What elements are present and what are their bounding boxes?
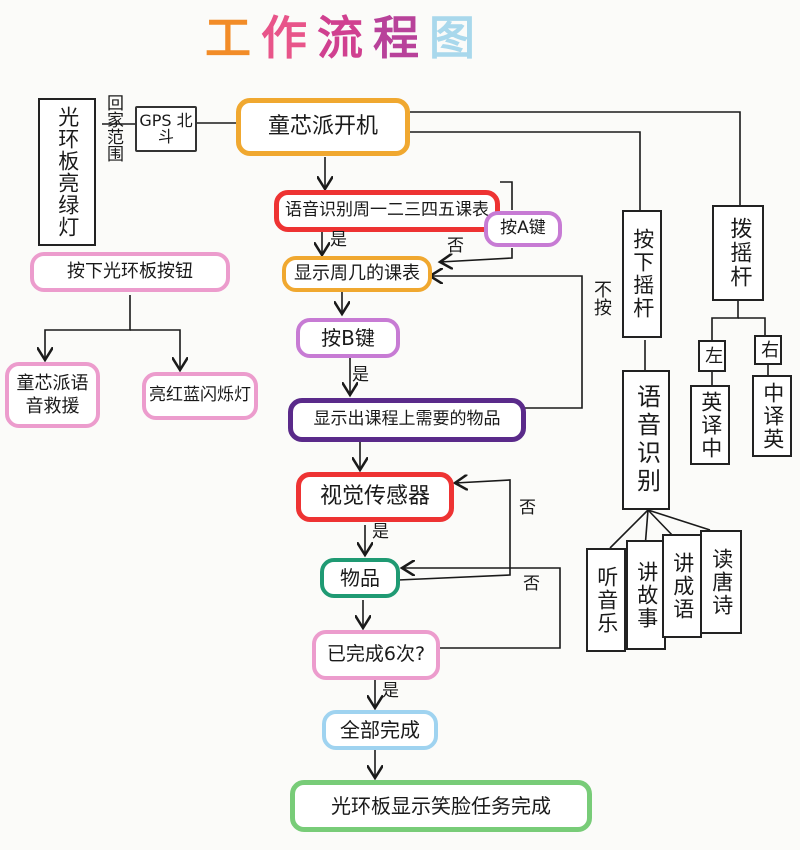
voice-schedule-node: 语音识别周一二三四五课表: [274, 190, 500, 232]
voice-rescue-node: 童芯派语音救援: [5, 362, 100, 428]
no-label-3: 否: [515, 498, 535, 515]
arrow-no-items: [402, 568, 561, 649]
title-char-3: 流: [317, 11, 363, 65]
line-push-left: [711, 300, 739, 340]
ring-green-box: 光环板亮绿灯: [38, 98, 96, 246]
line-a-up: [500, 181, 513, 210]
show-schedule-node: 显示周几的课表: [282, 256, 432, 292]
no-label-4: 否: [519, 574, 539, 591]
voice-recognition-box: 语音识别: [622, 370, 670, 510]
diagram-title: 工 作 流 程 图: [205, 8, 475, 68]
push-joystick-box: 拨摇杆: [712, 205, 764, 301]
gps-beidou-box: GPS 北斗: [135, 106, 197, 152]
en-to-zh-box: 英译中: [690, 385, 730, 465]
line-voice-idiom: [647, 509, 676, 539]
yes-label-1: 是: [330, 230, 347, 250]
all-done-node: 全部完成: [322, 710, 438, 750]
show-items-node: 显示出课程上需要的物品: [288, 398, 526, 442]
line-power-press: [410, 131, 641, 210]
title-char-4: 程: [373, 11, 419, 65]
press-b-node: 按B键: [296, 318, 400, 358]
left-label-box: 左: [698, 340, 726, 372]
right-label-box: 右: [754, 335, 782, 365]
idiom-box: 讲成语: [662, 534, 702, 638]
home-range-label: 回家范围: [103, 94, 123, 162]
arrow-btn-lights: [130, 329, 180, 370]
done-six-node: 已完成6次?: [312, 630, 440, 680]
title-char-2: 作: [261, 11, 307, 65]
press-ring-button-node: 按下光环板按钮: [30, 252, 230, 292]
poem-box: 读唐诗: [700, 530, 742, 634]
zh-to-en-box: 中译英: [752, 375, 792, 457]
line-voice-poem: [647, 509, 711, 531]
power-on-node: 童芯派开机: [236, 98, 410, 156]
final-node: 光环板显示笑脸任务完成: [290, 780, 592, 832]
no-label-1: 否: [447, 236, 464, 256]
line-voice-music: [609, 509, 649, 549]
press-joystick-box: 按下摇杆: [622, 210, 662, 338]
story-box: 讲故事: [626, 540, 666, 650]
title-char-1: 工: [205, 11, 251, 65]
items-node: 物品: [320, 558, 400, 598]
arrow-items-loop: [430, 276, 583, 409]
arrow-btn-rescue: [45, 295, 131, 360]
lights-blink-node: 亮红蓝闪烁灯: [142, 372, 258, 420]
line-power-push: [410, 111, 741, 205]
music-box: 听音乐: [586, 548, 626, 652]
yes-label-2: 是: [352, 365, 369, 385]
line-push-right: [738, 317, 766, 335]
arrow-no-vision: [397, 480, 511, 581]
yes-label-3: 是: [372, 522, 389, 542]
title-char-5: 图: [429, 11, 475, 65]
press-a-node: 按A键: [484, 211, 562, 247]
arrow-a-show: [440, 248, 513, 262]
no-press-label: 不按: [591, 280, 612, 316]
vision-sensor-node: 视觉传感器: [296, 472, 454, 522]
yes-label-4: 是: [382, 681, 399, 701]
